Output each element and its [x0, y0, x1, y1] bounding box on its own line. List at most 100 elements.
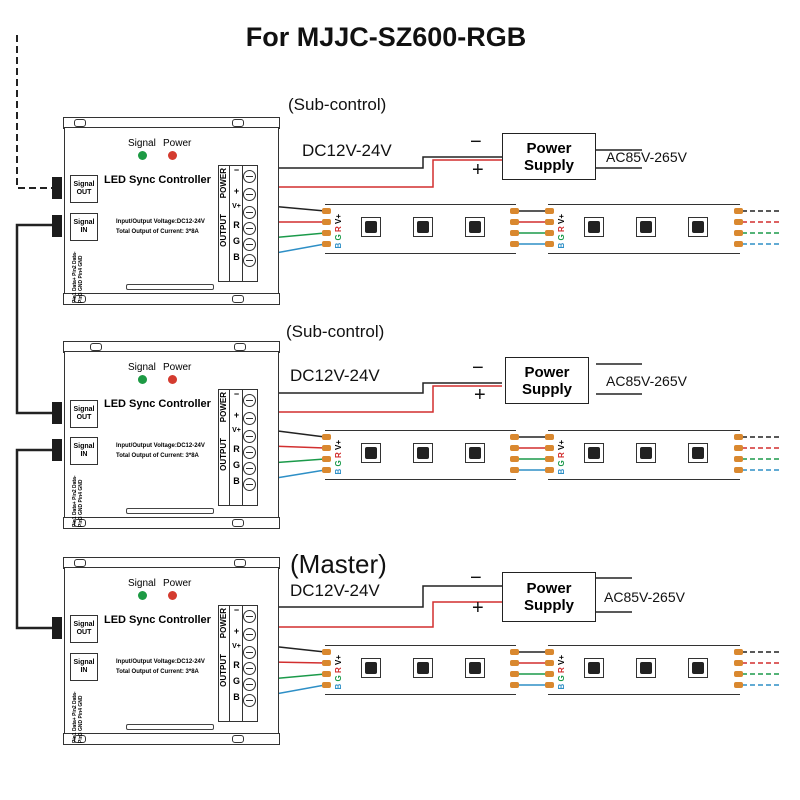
terminal-plus-label: + — [233, 410, 240, 420]
strip-g-label: G — [334, 460, 343, 467]
strip-b-label: B — [557, 683, 566, 690]
terminal-b-label: B — [233, 692, 240, 702]
solder-pad — [510, 660, 519, 666]
minus-symbol: − — [472, 357, 484, 379]
signal-in-port[interactable]: Signal IN — [70, 437, 98, 465]
terminal-screw[interactable] — [243, 694, 256, 707]
terminal-r-label: R — [233, 660, 240, 670]
plus-symbol: + — [474, 384, 486, 406]
v-wire — [269, 205, 326, 212]
led-chip — [688, 443, 708, 463]
solder-pad — [322, 649, 331, 655]
terminal-r-label: R — [233, 220, 240, 230]
strip-pin-labels: B G R V+ — [334, 440, 343, 475]
terminal-screw[interactable] — [243, 462, 256, 475]
strip-g-label: G — [334, 675, 343, 682]
signal-out-port[interactable]: Signal OUT — [70, 400, 98, 428]
vent-slot — [126, 724, 214, 730]
strip-g-label: G — [557, 234, 566, 241]
strip-pin-labels: B G R V+ — [334, 214, 343, 249]
solder-pad — [734, 467, 743, 473]
dc-minus-wire — [270, 382, 502, 394]
v-wire — [269, 429, 326, 438]
terminal-screw[interactable] — [243, 222, 256, 235]
power-led-label: Power — [163, 578, 192, 589]
solder-pad — [510, 649, 519, 655]
led-chip — [584, 658, 604, 678]
bottom-flange — [63, 293, 280, 305]
terminal-screw[interactable] — [243, 170, 256, 183]
signal-out-port[interactable]: Signal OUT — [70, 615, 98, 643]
terminal-screw[interactable] — [243, 610, 256, 623]
solder-pad — [734, 219, 743, 225]
mount-hole — [74, 559, 86, 567]
signal-in-port[interactable]: Signal IN — [70, 653, 98, 681]
strip-g-label: G — [557, 460, 566, 467]
solder-pad — [510, 456, 519, 462]
mount-hole — [234, 559, 246, 567]
vent-slot — [126, 284, 214, 290]
solder-pad — [734, 660, 743, 666]
wiring-unit-1 — [269, 149, 782, 255]
led-chip — [465, 217, 485, 237]
ac-voltage-label: AC85V-265V — [606, 149, 687, 165]
bottom-flange — [63, 517, 280, 529]
strip-pin-labels: B G R V+ — [557, 655, 566, 690]
signal-led-label: Signal — [128, 362, 156, 373]
strip-v-label: V+ — [557, 214, 566, 225]
sync-controller: Signal Power LED Sync Controller Input/O… — [52, 117, 280, 305]
terminal-screw[interactable] — [243, 430, 256, 443]
mount-hole — [234, 343, 246, 351]
signal-out-plug — [52, 617, 62, 639]
power-led — [168, 375, 177, 384]
strip-r-label: R — [334, 452, 343, 459]
led-strip-segment: B G R V+ — [545, 204, 743, 254]
terminal-block: POWER OUTPUT − + V+ R G B — [218, 389, 258, 506]
solder-pad — [510, 241, 519, 247]
solder-pad — [734, 456, 743, 462]
mount-hole — [232, 119, 244, 127]
solder-pad — [734, 682, 743, 688]
terminal-screw[interactable] — [243, 628, 256, 641]
wiring-unit-2 — [269, 363, 782, 480]
strip-pin-labels: B G R V+ — [557, 440, 566, 475]
power-led — [168, 591, 177, 600]
terminal-screw[interactable] — [243, 478, 256, 491]
signal-out-port[interactable]: Signal OUT — [70, 175, 98, 203]
terminal-screw[interactable] — [243, 238, 256, 251]
solder-pad — [510, 445, 519, 451]
mount-hole — [232, 295, 244, 303]
solder-pad — [545, 445, 554, 451]
solder-pad — [545, 660, 554, 666]
terminal-g-label: G — [232, 236, 240, 246]
signal-in-port[interactable]: Signal IN — [70, 213, 98, 241]
signal-wire-1-2 — [15, 223, 56, 415]
strip-b-label: B — [334, 468, 343, 475]
terminal-screw[interactable] — [243, 662, 256, 675]
minus-symbol: − — [470, 131, 482, 153]
terminal-screw[interactable] — [243, 254, 256, 267]
mount-hole — [74, 519, 86, 527]
terminal-label-col — [230, 390, 243, 505]
dc-minus-wire — [270, 156, 502, 169]
pin-definition: Pin1 Data+ Pin2 Data- Pin3 GND Pin4 GND — [72, 691, 84, 743]
terminal-screw[interactable] — [243, 188, 256, 201]
terminal-screw[interactable] — [243, 446, 256, 459]
led-chip — [361, 217, 381, 237]
led-strip-segment: B G R V+ — [545, 645, 743, 695]
terminal-screws — [242, 166, 257, 281]
terminal-screw[interactable] — [243, 646, 256, 659]
solder-pad — [322, 208, 331, 214]
terminal-label-col — [230, 166, 243, 281]
terminal-screw[interactable] — [243, 394, 256, 407]
solder-pad — [545, 208, 554, 214]
mount-hole — [74, 119, 86, 127]
led-strip-segment: B G R V+ — [322, 430, 519, 480]
strip-r-label: R — [334, 667, 343, 674]
terminal-g-label: G — [232, 676, 240, 686]
terminal-screw[interactable] — [243, 678, 256, 691]
signal-led — [138, 591, 147, 600]
terminal-screw[interactable] — [243, 412, 256, 425]
terminal-screw[interactable] — [243, 206, 256, 219]
strip-r-label: R — [334, 226, 343, 233]
